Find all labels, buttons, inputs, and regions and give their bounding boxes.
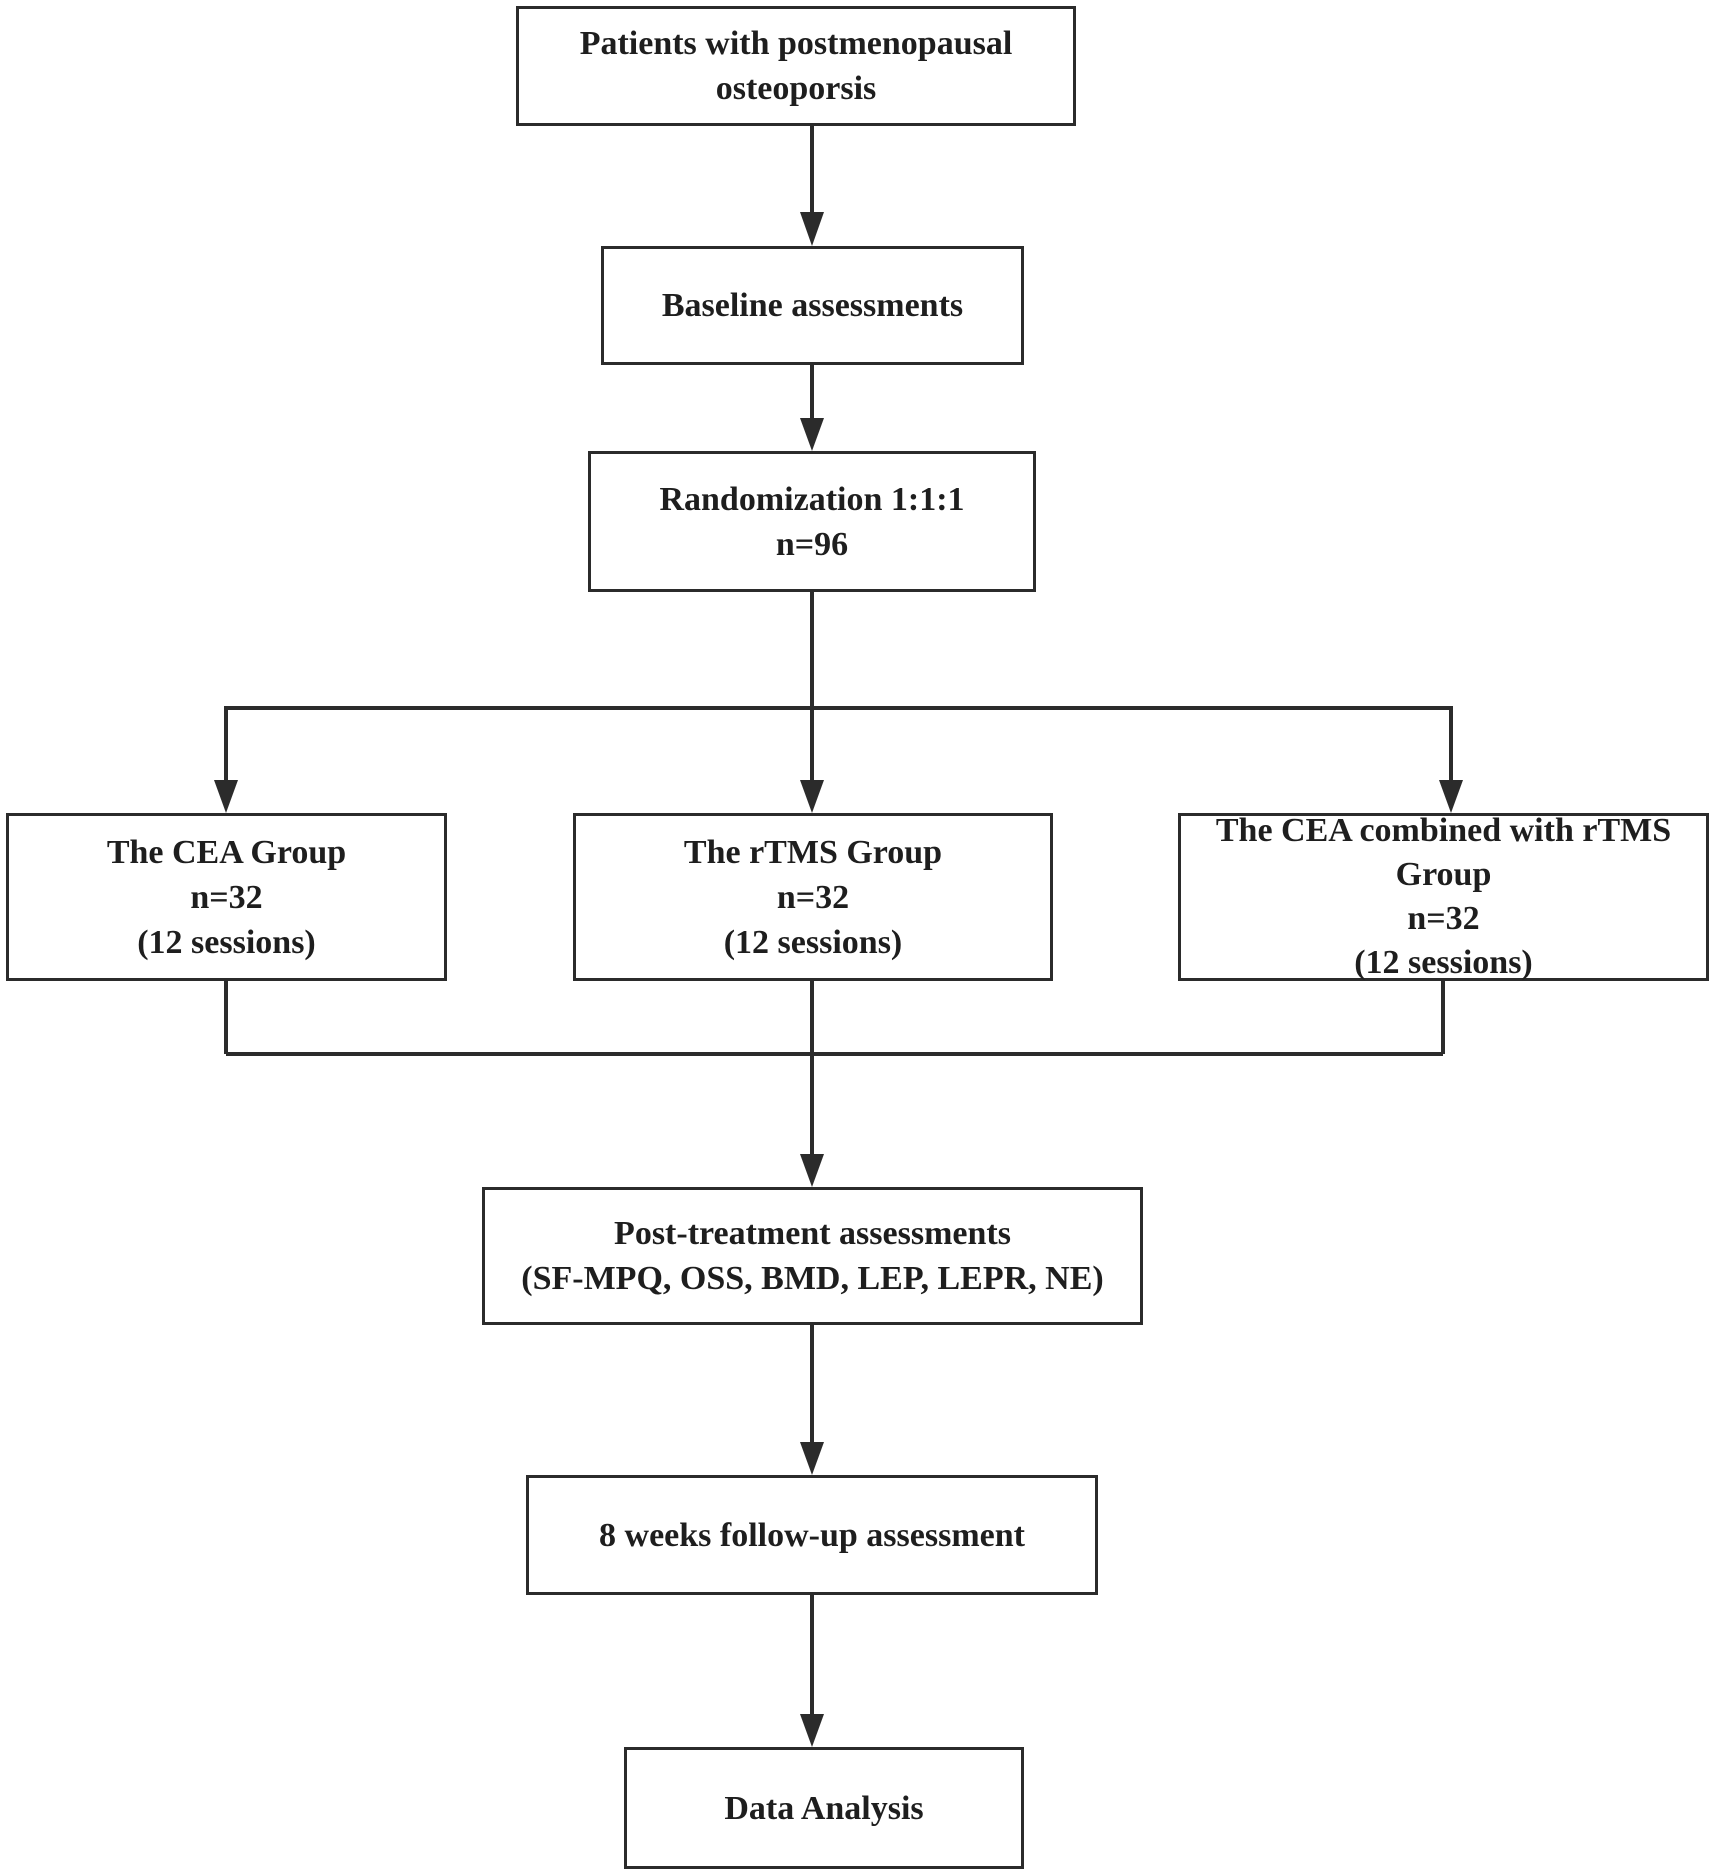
combined-group-sessions: (12 sessions) — [1354, 944, 1533, 981]
arrowhead-cea-group — [214, 780, 238, 813]
connector-split-horizontal — [224, 706, 1453, 780]
patients-line-2: osteoporsis — [715, 70, 877, 107]
cea-group-label: The CEA Group — [106, 833, 347, 871]
combined-group-box: The CEA combined with rTMS Group n=32 (1… — [1178, 812, 1709, 981]
patients-box: Patients with postmenopausal osteoporsis — [516, 6, 1076, 126]
data-analysis-box: Data Analysis — [624, 1747, 1024, 1869]
post-treatment-box: Post-treatment assessments (SF-MPQ, OSS,… — [482, 1187, 1143, 1325]
arrowhead-randomization — [800, 418, 824, 451]
arrowhead-baseline — [800, 212, 824, 246]
arrowhead-combined-group — [1439, 780, 1463, 813]
rtms-group-count: n=32 — [776, 878, 850, 916]
cea-group-sessions: (12 sessions) — [137, 923, 316, 961]
data-analysis-label: Data Analysis — [724, 1789, 924, 1827]
follow-up-box: 8 weeks follow-up assessment — [526, 1475, 1098, 1595]
rtms-group-sessions: (12 sessions) — [723, 923, 903, 961]
arrowhead-post-treatment — [800, 1154, 824, 1187]
combined-group-label-1: The CEA combined with rTMS — [1215, 812, 1672, 849]
randomization-box: Randomization 1:1:1 n=96 — [588, 451, 1036, 592]
randomization-count: n=96 — [775, 525, 849, 563]
post-treatment-label: Post-treatment assessments — [614, 1215, 1011, 1252]
baseline-label: Baseline assessments — [661, 287, 964, 324]
cea-group-box: The CEA Group n=32 (12 sessions) — [6, 813, 447, 981]
arrowhead-rtms-group — [800, 780, 824, 813]
follow-up-label: 8 weeks follow-up assessment — [599, 1516, 1025, 1554]
arrowhead-data-analysis — [800, 1714, 824, 1747]
combined-group-label-2: Group — [1395, 856, 1492, 893]
post-treatment-measures: (SF-MPQ, OSS, BMD, LEP, LEPR, NE) — [521, 1260, 1104, 1297]
cea-group-count: n=32 — [190, 878, 263, 916]
rtms-group-box: The rTMS Group n=32 (12 sessions) — [573, 813, 1053, 981]
rtms-group-label: The rTMS Group — [683, 833, 943, 871]
combined-group-count: n=32 — [1407, 900, 1480, 937]
arrowhead-follow-up — [800, 1442, 824, 1475]
patients-line-1: Patients with postmenopausal — [579, 25, 1013, 62]
randomization-label: Randomization 1:1:1 — [659, 480, 965, 518]
baseline-assessments-box: Baseline assessments — [601, 246, 1024, 365]
